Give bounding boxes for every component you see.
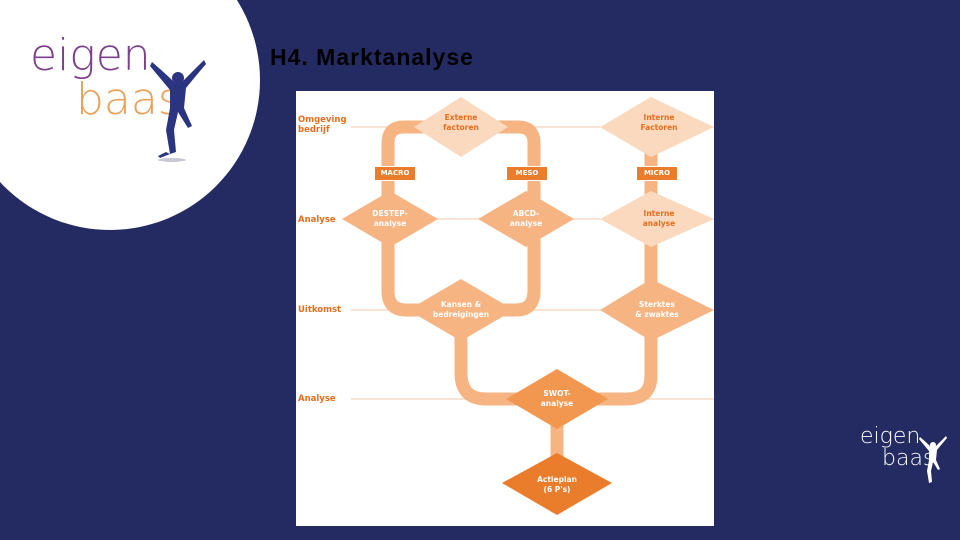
connector-opportunities-swot — [454, 303, 525, 406]
label-strengths: Sterktes & zwaktes — [635, 300, 679, 319]
node-opportunities — [408, 279, 514, 341]
node-external-factors — [414, 97, 508, 157]
label-internal-factors: Interne Factoren — [640, 113, 678, 132]
row-label-analysis2: Analyse — [298, 394, 336, 404]
tag-macro: MACRO — [374, 166, 416, 181]
row-label-outcome: Uitkomst — [298, 305, 342, 315]
node-strengths — [600, 279, 714, 341]
slide-title: H4. Marktanalyse — [270, 44, 474, 70]
node-actionplan — [502, 453, 612, 515]
label-external-factors: Externe factoren — [443, 113, 479, 132]
label-swot: SWOT- analyse — [540, 389, 574, 408]
tag-meso: MESO — [506, 166, 548, 181]
logo-word-baas: baas — [76, 74, 181, 125]
label-opportunities: Kansen & bedreigingen — [432, 300, 490, 319]
label-abcd: ABCD- analyse — [509, 209, 543, 228]
node-swot — [506, 369, 608, 429]
row-label-analysis1: Analyse — [298, 215, 336, 225]
label-actionplan: Actieplan (6 P's) — [537, 475, 577, 494]
label-internal-analysis: Interne analyse — [642, 209, 676, 228]
node-abcd — [478, 191, 574, 247]
row-label-environment: Omgeving bedrijf — [298, 115, 347, 135]
node-internal-analysis — [600, 191, 714, 247]
market-analysis-diagram: Omgeving bedrijf Analyse Uitkomst Analys… — [296, 91, 714, 526]
tag-micro: MICRO — [636, 166, 678, 181]
node-destep — [342, 191, 438, 247]
logo-small-word-eigen: eigen — [860, 424, 921, 449]
connector-strengths-swot — [589, 303, 658, 406]
label-destep: DESTEP- analyse — [372, 209, 408, 228]
node-internal-factors — [600, 97, 714, 157]
diagram-shapes — [342, 97, 714, 515]
logo-small-word-baas: baas — [882, 446, 935, 471]
dancer-figure-small-icon — [919, 436, 947, 483]
logo-word-eigen: eigen — [30, 30, 151, 81]
dancer-figure-icon — [150, 60, 206, 162]
